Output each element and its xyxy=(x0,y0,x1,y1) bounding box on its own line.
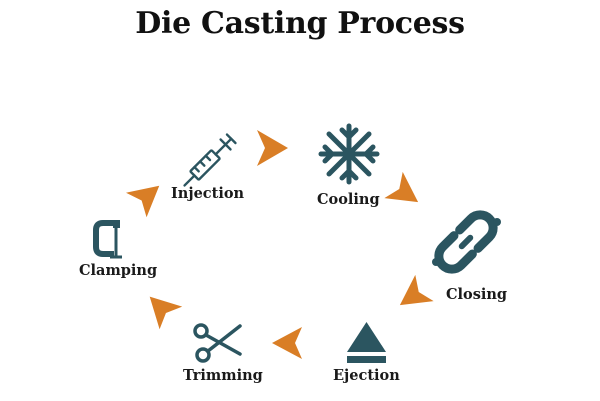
step-label-closing: Closing xyxy=(446,286,508,303)
step-label-cooling: Cooling xyxy=(317,191,380,208)
step-label-clamping: Clamping xyxy=(79,262,158,279)
arrow-trimming-to-clamping xyxy=(149,296,183,330)
arrow-ejection-to-trimming xyxy=(272,327,302,359)
step-label-ejection: Ejection xyxy=(333,367,400,384)
chain-dot xyxy=(493,218,501,226)
arrow-clamping-to-injection xyxy=(125,185,160,218)
syringe-icon xyxy=(183,133,237,187)
chain-link-icon xyxy=(434,210,498,274)
arrow-injection-to-cooling xyxy=(257,130,288,166)
step-label-trimming: Trimming xyxy=(183,367,263,384)
arrow-cooling-to-closing xyxy=(384,171,419,203)
scissors-icon xyxy=(193,323,242,363)
arrow-closing-to-ejection xyxy=(399,274,434,306)
step-label-injection: Injection xyxy=(171,185,245,202)
c-clamp-icon xyxy=(93,220,122,259)
page-title: Die Casting Process xyxy=(135,6,465,41)
eject-icon xyxy=(347,322,386,363)
snowflake-icon xyxy=(318,123,380,185)
chain-dot xyxy=(432,258,440,266)
